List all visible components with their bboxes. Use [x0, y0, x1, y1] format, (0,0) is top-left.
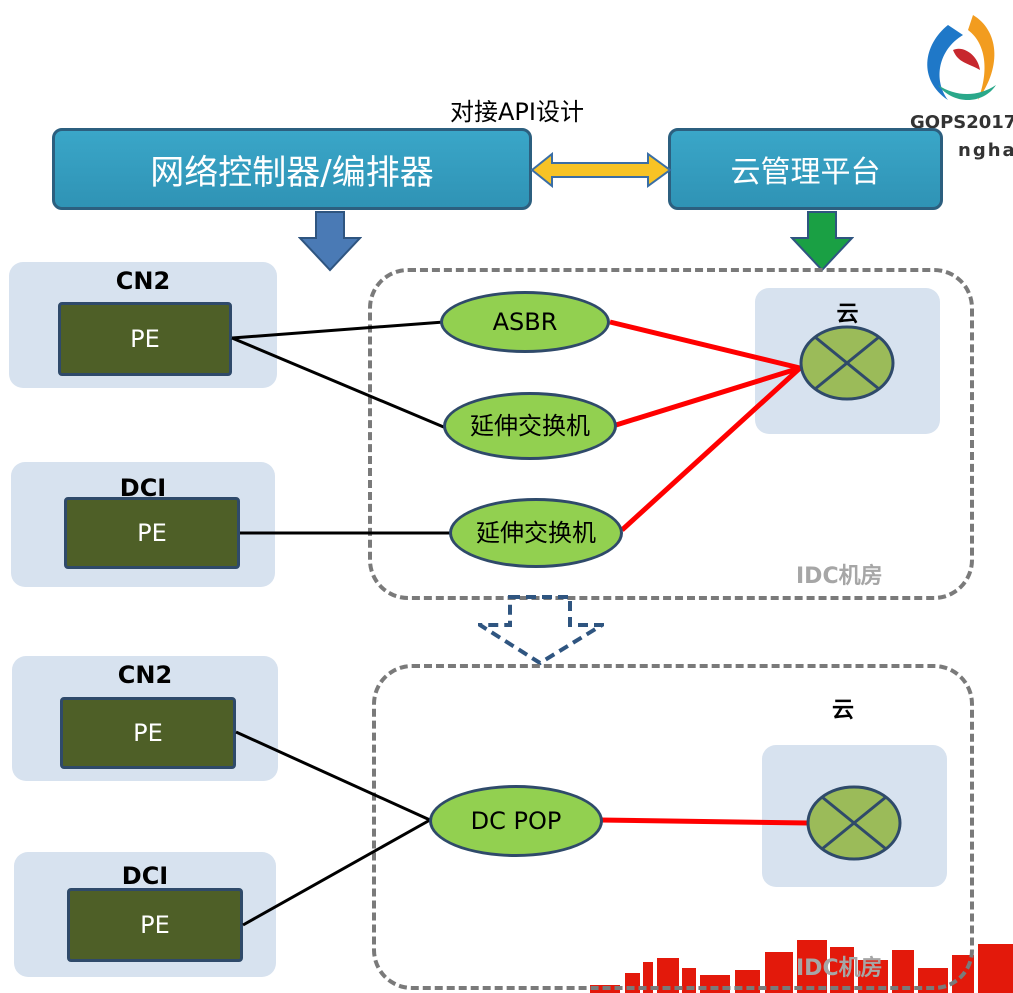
extension-switch-label: 延伸交换机: [476, 519, 596, 547]
link-cn2-dcpop: [235, 730, 431, 822]
link-asbr-cloud: [609, 319, 801, 371]
cloud-switch-icon-bottom: [806, 785, 902, 861]
idc-room-top-region: [368, 268, 974, 600]
cn2-label-bottom: CN2: [117, 661, 173, 689]
extension-switch-node-1[interactable]: 延伸交换机: [443, 392, 617, 460]
controller-down-arrow: [298, 211, 362, 272]
link-cn2-ext1: [231, 336, 447, 430]
cloud-label-top: 云: [836, 302, 859, 327]
link-cn2-asbr: [231, 320, 445, 340]
dc-pop-label: DC POP: [470, 807, 562, 835]
link-ext2-cloud: [620, 366, 802, 532]
pe-dci-bottom[interactable]: PE: [67, 888, 243, 962]
link-dci-dcpop: [242, 818, 431, 927]
cloud-platform-box[interactable]: 云管理平台: [668, 128, 943, 210]
asbr-label: ASBR: [492, 308, 558, 336]
pe-label: PE: [140, 911, 170, 939]
logo-text-year: GOPS2017: [910, 112, 1013, 133]
cloud-platform-label: 云管理平台: [730, 155, 881, 190]
idc-room-bottom-region: [372, 664, 974, 990]
extension-switch-node-2[interactable]: 延伸交换机: [449, 498, 623, 568]
idc-room-bottom-label: IDC机房: [796, 956, 883, 981]
api-label: 对接API设计: [450, 98, 584, 126]
pe-cn2-top[interactable]: PE: [58, 302, 232, 376]
pe-dci-top[interactable]: PE: [64, 497, 240, 569]
platform-down-arrow: [790, 211, 854, 272]
dc-pop-node[interactable]: DC POP: [429, 785, 603, 857]
api-double-arrow: [530, 152, 672, 188]
cloud-switch-icon-top: [799, 325, 895, 401]
idc-room-top-label: IDC机房: [796, 564, 883, 589]
transition-down-arrow: [478, 595, 604, 666]
gops-logo: [927, 15, 996, 100]
pe-cn2-bottom[interactable]: PE: [60, 697, 236, 769]
link-dcpop-cloud: [599, 817, 809, 826]
network-controller-label: 网络控制器/编排器: [150, 152, 434, 193]
asbr-node[interactable]: ASBR: [440, 291, 610, 353]
pe-label: PE: [137, 519, 167, 547]
cloud-label-bottom: 云: [832, 698, 855, 723]
pe-label: PE: [133, 719, 163, 747]
extension-switch-label: 延伸交换机: [470, 412, 590, 440]
pe-label: PE: [130, 325, 160, 353]
logo-text-city: nghai: [958, 140, 1013, 161]
dci-label-bottom: DCI: [121, 862, 169, 890]
cn2-label-top: CN2: [115, 267, 171, 295]
network-controller-box[interactable]: 网络控制器/编排器: [52, 128, 532, 210]
link-ext1-cloud: [615, 365, 801, 428]
